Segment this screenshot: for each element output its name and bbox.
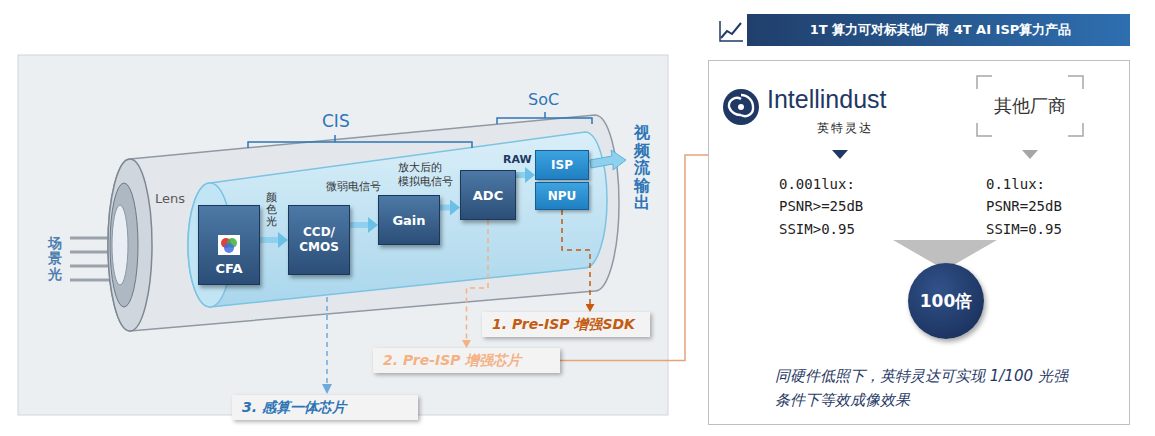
cfa-chip: CFA [198, 205, 260, 285]
node-text: 其他厂商 [994, 94, 1066, 118]
light-ray [70, 237, 112, 240]
metric-text: 0.001lux: PSNR>=25dB SSIM>0.95 [779, 173, 889, 240]
node-text: 100倍 [920, 290, 973, 313]
camera-housing [108, 115, 619, 331]
isp-block: ISP [535, 150, 589, 180]
icon-axis [720, 21, 743, 41]
header-bar: 1T 算力可对标其他厂商 4T AI ISP算力产品 [715, 14, 1130, 46]
section-label: CIS [322, 111, 350, 131]
lens-ring [108, 159, 152, 331]
node-text: 英特灵达 [817, 120, 873, 137]
pointer-triangle [832, 150, 848, 159]
section-label: SoC [528, 90, 559, 109]
cis-bracket [248, 135, 472, 148]
signal-label: 放大后的 模拟电信号 [398, 161, 458, 190]
light-ray [70, 251, 112, 254]
blue-dot [224, 243, 234, 253]
icon-ground [218, 235, 240, 255]
node-text: 1T 算力可对标其他厂商 4T AI ISP算力产品 [810, 21, 1072, 39]
connector [440, 205, 450, 211]
adc-chip: ADC [460, 170, 516, 220]
leader-line [326, 297, 328, 392]
callout-box: 2. Pre-ISP 增强芯片 [373, 348, 560, 373]
logo-icon [721, 87, 761, 127]
npu-block: NPU [535, 182, 589, 210]
connector [516, 172, 525, 178]
metric-text: 0.1lux: PSNR=25dB SSIM=0.95 [986, 173, 1096, 240]
comparison-panel: 同硬件低照下，英特灵达可实现 1/100 光强条件下等效成像效果 Intellin… [708, 60, 1130, 425]
node-text: ADC [473, 188, 503, 203]
output-arrow [590, 150, 626, 170]
connector [562, 210, 590, 304]
icon-ground [715, 14, 747, 46]
corner-marks [977, 76, 1083, 136]
signal-label: 微弱电信号 [326, 179, 381, 194]
node-text: Intellindust [767, 85, 887, 114]
header-icon [715, 14, 747, 46]
gain-chip: Gain [378, 195, 440, 245]
connector [260, 237, 278, 243]
node-text: 同硬件低照下，英特灵达可实现 1/100 光强条件下等效成像效果 [775, 364, 1075, 412]
vendor-logo: Intellindust 英特灵达 [721, 83, 931, 145]
callout-box: 3. 感算一体芯片 [232, 395, 418, 420]
callout-box: 1. Pre-ISP 增强SDK [482, 312, 650, 337]
node-text: ISP [551, 158, 573, 172]
cfa-icon [218, 235, 240, 255]
sensor-chip: CCD/ CMOS [288, 205, 350, 275]
logo-swirl [729, 95, 753, 116]
output-label: 视频流输出 [634, 124, 650, 212]
logo-core [738, 104, 744, 110]
light-ray [70, 265, 112, 268]
node-text: NPU [548, 189, 577, 203]
lens-glass [112, 205, 128, 285]
right-panel-ground [708, 60, 1130, 425]
pointer-triangle [1022, 150, 1038, 159]
node-text: CCD/ CMOS [291, 225, 347, 255]
vendor-box: 其他厂商 [976, 75, 1084, 137]
connector [350, 222, 368, 228]
ratio-circle: 100倍 [908, 263, 984, 339]
node-text: 1. Pre-ISP 增强SDK [492, 316, 635, 334]
sensor-cylinder [188, 132, 607, 307]
input-label: 场景光 [48, 236, 62, 282]
node-text: 3. 感算一体芯片 [242, 399, 346, 417]
lens-inner [110, 183, 138, 307]
node-text: Gain [392, 213, 425, 228]
soc-bracket [497, 112, 592, 124]
icon-chart [721, 23, 741, 38]
node-text: CFA [216, 261, 243, 276]
signal-label: RAW [503, 153, 532, 166]
part-label: Lens [155, 191, 185, 206]
signal-label: 颜色光 [266, 192, 277, 228]
logo-disc [723, 89, 759, 125]
node-text: 2. Pre-ISP 增强芯片 [383, 352, 521, 370]
light-ray [70, 279, 112, 282]
